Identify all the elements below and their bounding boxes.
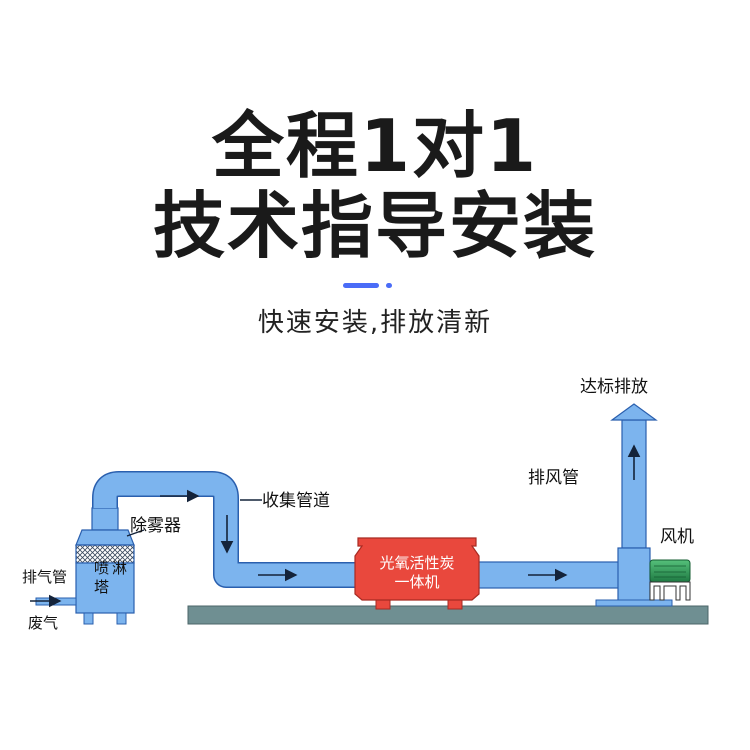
label-fan: 风机: [660, 527, 694, 547]
label-demister: 除雾器: [130, 516, 181, 536]
accent-bar: [343, 283, 379, 288]
accent-dot: [386, 283, 392, 288]
photo-oxygen-carbon-machine: [354, 537, 480, 610]
title-line-2: 技术指导安装: [152, 184, 597, 268]
label-exhaust-pipe: 排风管: [528, 468, 579, 488]
label-tower-2: 淋: [112, 559, 127, 577]
title-line-1: 全程1对1: [211, 104, 539, 188]
label-collection-pipe: 收集管道: [262, 491, 330, 511]
label-machine-line2: 一体机: [394, 573, 439, 591]
leader-demister: [126, 529, 145, 537]
label-inlet-pipe: 排气管: [22, 568, 67, 586]
label-discharge: 达标排放: [580, 377, 648, 397]
subtitle: 快速安装,排放清新: [257, 308, 493, 338]
label-machine-line1: 光氧活性炭: [379, 554, 454, 572]
label-tower-1: 喷: [94, 559, 109, 577]
label-tower-3: 塔: [94, 578, 109, 596]
label-waste-gas: 废气: [28, 614, 58, 632]
fan-unit: [649, 559, 691, 601]
spray-tower: [75, 507, 135, 625]
exhaust-chimney: [595, 403, 673, 607]
